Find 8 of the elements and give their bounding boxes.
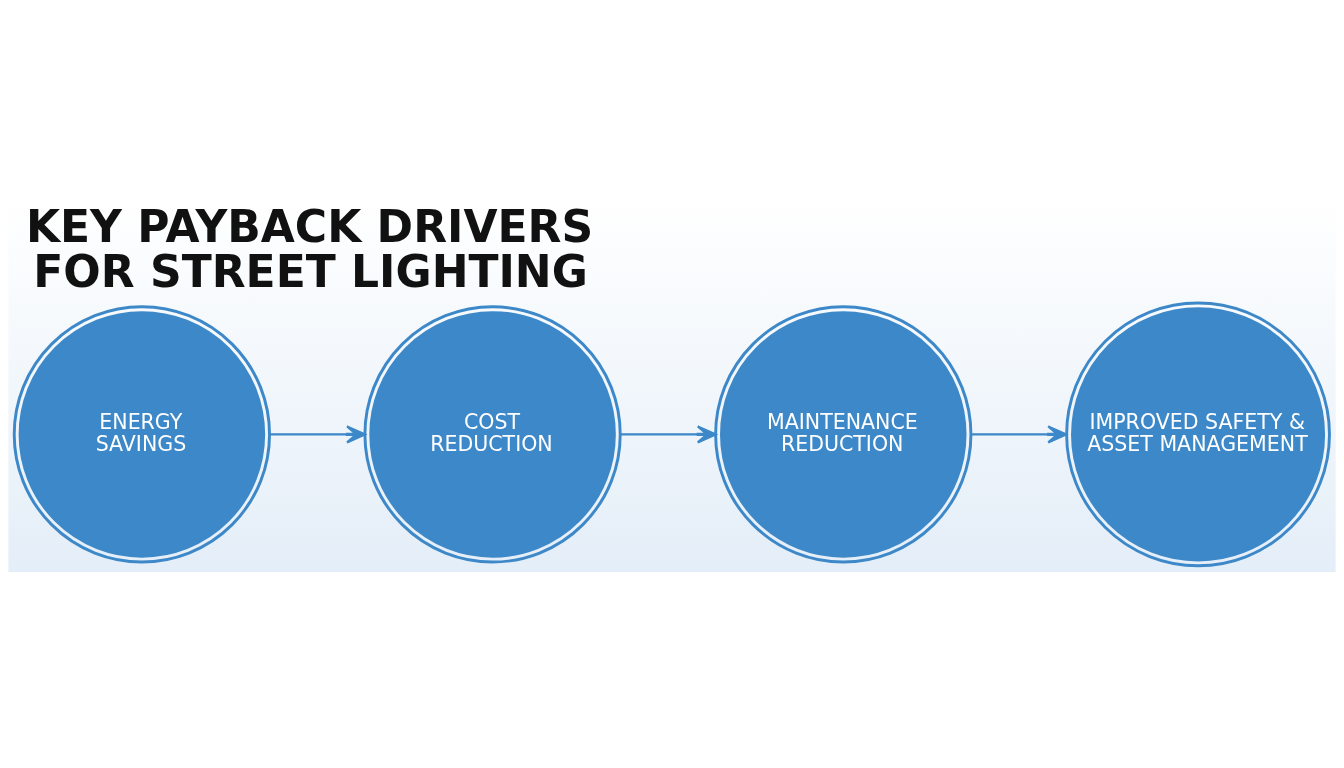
arrow (620, 424, 717, 443)
node-circle: ENERGY SAVINGS (12, 304, 271, 563)
node-circle: IMPROVED SAFETY & ASSET MANAGEMENT (1065, 301, 1331, 567)
arrow (971, 424, 1067, 443)
arrow (269, 424, 366, 443)
diagram-title: KEY PAYBACK DRIVERS FOR STREET LIGHTING (25, 200, 594, 297)
node-circle: COST REDUCTION (363, 304, 622, 563)
node-circle: MAINTENANCE REDUCTION (714, 304, 973, 563)
